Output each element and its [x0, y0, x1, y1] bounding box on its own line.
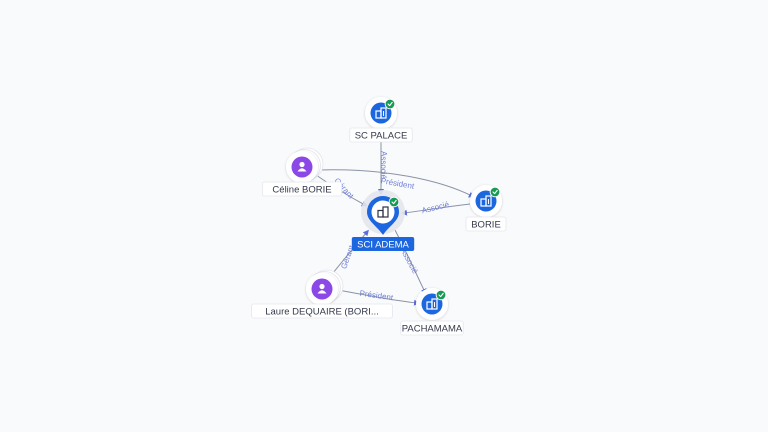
edge-label: Associé: [421, 200, 451, 216]
edge-label: Président: [359, 289, 394, 303]
node-label: BORIE: [465, 216, 507, 232]
node-borie[interactable]: BORIE: [465, 185, 507, 232]
building-icon: [480, 195, 492, 207]
edge-borie-center: Associé: [401, 200, 471, 216]
verified-check-icon: [388, 196, 400, 208]
edge-label: Président: [380, 176, 416, 191]
edge-line: [332, 229, 369, 274]
node-label-text: PACHAMAMA: [402, 323, 463, 334]
node-label-text: SCI ADEMA: [357, 239, 409, 250]
edge-line: [317, 169, 475, 198]
verified-check-icon: [384, 98, 396, 110]
node-label-text: SC PALACE: [355, 130, 408, 141]
node-label-text: Laure DEQUAIRE (BORI...: [265, 306, 379, 317]
edge-line: [401, 203, 471, 216]
node-label: Laure DEQUAIRE (BORI...: [251, 303, 393, 319]
building-icon: [426, 298, 438, 310]
building-icon: [377, 206, 389, 218]
edge-laure-dequaire-pachamama: Président: [337, 289, 420, 306]
edge-label: Associé: [379, 151, 388, 180]
node-sc-palace[interactable]: SC PALACE: [349, 97, 413, 143]
node-label: PACHAMAMA: [400, 320, 464, 336]
node-laure-dequaire[interactable]: Laure DEQUAIRE (BORI...: [251, 269, 393, 319]
person-icon: [297, 161, 307, 172]
person-icon: [317, 283, 327, 294]
node-label: SC PALACE: [349, 127, 413, 143]
nodes-layer: SC PALACE BORIE PACHAMAMA Céline BORIE Laure…: [251, 97, 507, 336]
center-node[interactable]: SCI ADEMA: [351, 190, 415, 251]
node-label: SCI ADEMA: [351, 237, 415, 251]
building-icon: [375, 107, 387, 119]
node-label-text: Céline BORIE: [272, 184, 331, 195]
edge-line: [315, 174, 368, 207]
edge-line: [394, 229, 427, 295]
node-label-text: BORIE: [471, 219, 501, 230]
verified-check-icon: [489, 186, 501, 198]
node-celine-borie[interactable]: Céline BORIE: [261, 147, 342, 197]
edge-line: [337, 289, 420, 306]
verified-check-icon: [435, 289, 447, 301]
node-label: Céline BORIE: [261, 181, 342, 197]
node-pachamama[interactable]: PACHAMAMA: [400, 288, 464, 336]
